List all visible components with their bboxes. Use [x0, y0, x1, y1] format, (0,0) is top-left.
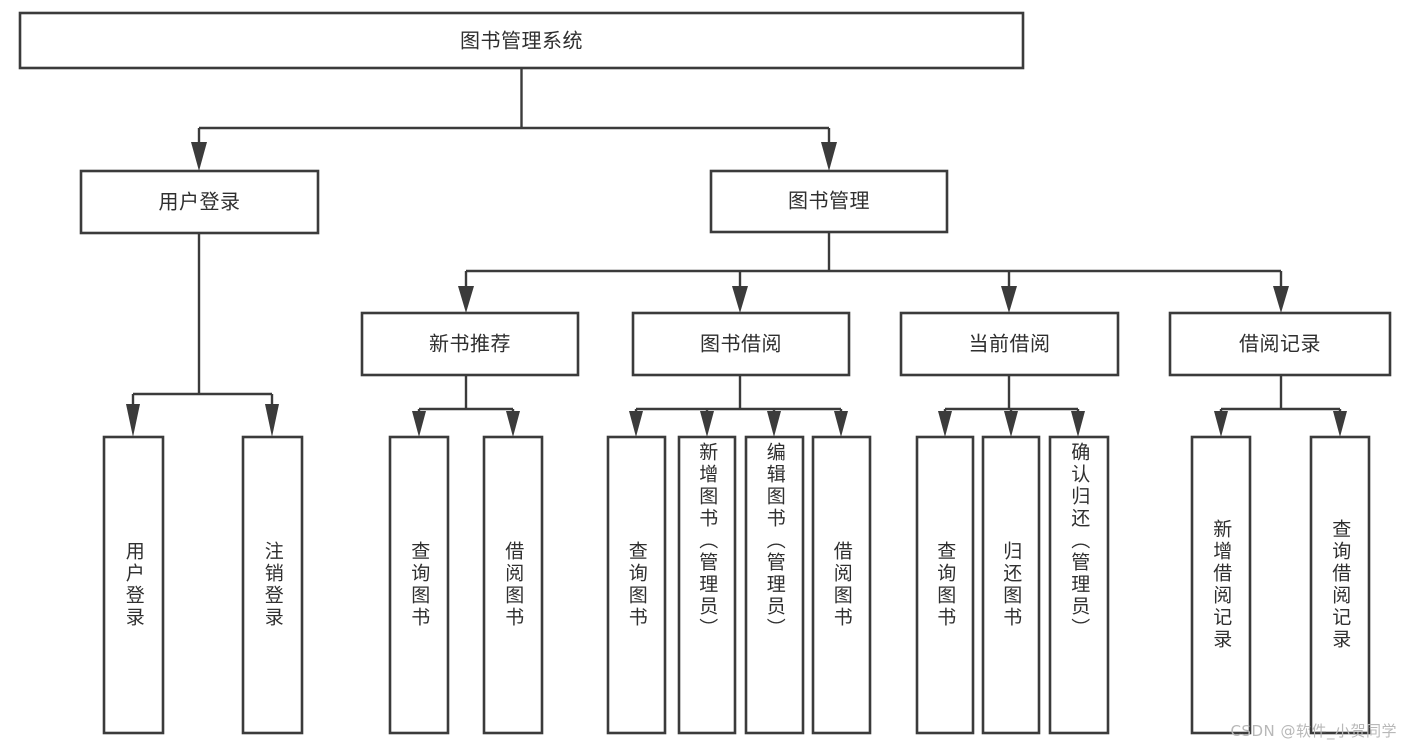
connector-group-borrow-record	[1214, 375, 1347, 437]
node-book-manage-box[interactable]	[709, 169, 949, 234]
arrowhead-leaf-borrow-book-2	[834, 411, 848, 437]
node-current-borrow-label: 当前借阅	[969, 332, 1051, 356]
node-borrow-record-box[interactable]	[1168, 311, 1392, 377]
node-user-login-label: 用户登录	[159, 190, 241, 214]
node-root-label: 图书管理系统	[460, 29, 583, 53]
connector-group-user-login	[126, 233, 279, 437]
node-leaf-query-record-box[interactable]	[1309, 435, 1371, 735]
node-leaf-query-book-2-box[interactable]	[606, 435, 667, 735]
node-user-login-box[interactable]	[79, 169, 320, 235]
node-leaf-return-book-box[interactable]	[981, 435, 1041, 735]
connector-group-root	[191, 68, 837, 171]
node-leaf-add-record-box[interactable]	[1190, 435, 1252, 735]
arrowhead-leaf-logout-login	[265, 404, 279, 437]
node-root-box[interactable]	[18, 11, 1025, 70]
arrowhead-leaf-add-book	[700, 411, 714, 437]
node-leaf-borrow-book-2-box[interactable]	[811, 435, 872, 735]
arrowhead-leaf-user-login	[126, 404, 140, 437]
csdn-watermark: CSDN @软件_小贺同学	[1230, 722, 1397, 740]
node-new-book-recommend-box[interactable]	[360, 311, 580, 377]
node-book-borrow-label: 图书借阅	[700, 332, 782, 356]
node-current-borrow-box[interactable]	[899, 311, 1120, 377]
arrowhead-leaf-borrow-book-1	[506, 411, 520, 437]
node-book-manage-label: 图书管理	[788, 189, 870, 213]
node-leaf-logout-login-box[interactable]	[241, 435, 304, 735]
node-borrow-record-label: 借阅记录	[1239, 332, 1321, 356]
arrowhead-leaf-confirm-return	[1071, 411, 1085, 437]
arrowhead-leaf-return-book	[1004, 411, 1018, 437]
connector-group-book-manage	[458, 232, 1289, 313]
arrowhead-borrow-record	[1273, 286, 1289, 313]
arrowhead-book-borrow	[732, 286, 748, 313]
arrowhead-leaf-query-book-2	[629, 411, 643, 437]
connector-group-book-borrow	[629, 375, 848, 437]
node-leaf-confirm-return-box[interactable]	[1048, 435, 1110, 735]
arrowhead-leaf-add-record	[1214, 411, 1228, 437]
arrowhead-leaf-query-record	[1333, 411, 1347, 437]
connector-group-current-borrow	[938, 375, 1085, 437]
arrowhead-leaf-query-book-1	[412, 411, 426, 437]
arrowhead-new-book-recommend	[458, 286, 474, 313]
node-leaf-borrow-book-1-box[interactable]	[482, 435, 544, 735]
node-leaf-edit-book-box[interactable]	[744, 435, 805, 735]
arrowhead-leaf-edit-book	[767, 411, 781, 437]
node-leaf-user-login-box[interactable]	[102, 435, 165, 735]
node-book-borrow-box[interactable]	[631, 311, 851, 377]
connector-group-new-book-recommend	[412, 375, 520, 437]
node-leaf-query-book-3-box[interactable]	[915, 435, 975, 735]
node-leaf-add-book-box[interactable]	[677, 435, 737, 735]
arrowhead-book-manage	[821, 142, 837, 171]
arrowhead-leaf-query-book-3	[938, 411, 952, 437]
arrowhead-user-login	[191, 142, 207, 171]
arrowhead-current-borrow	[1001, 286, 1017, 313]
node-leaf-query-book-1-box[interactable]	[388, 435, 450, 735]
node-new-book-recommend-label: 新书推荐	[429, 332, 511, 356]
